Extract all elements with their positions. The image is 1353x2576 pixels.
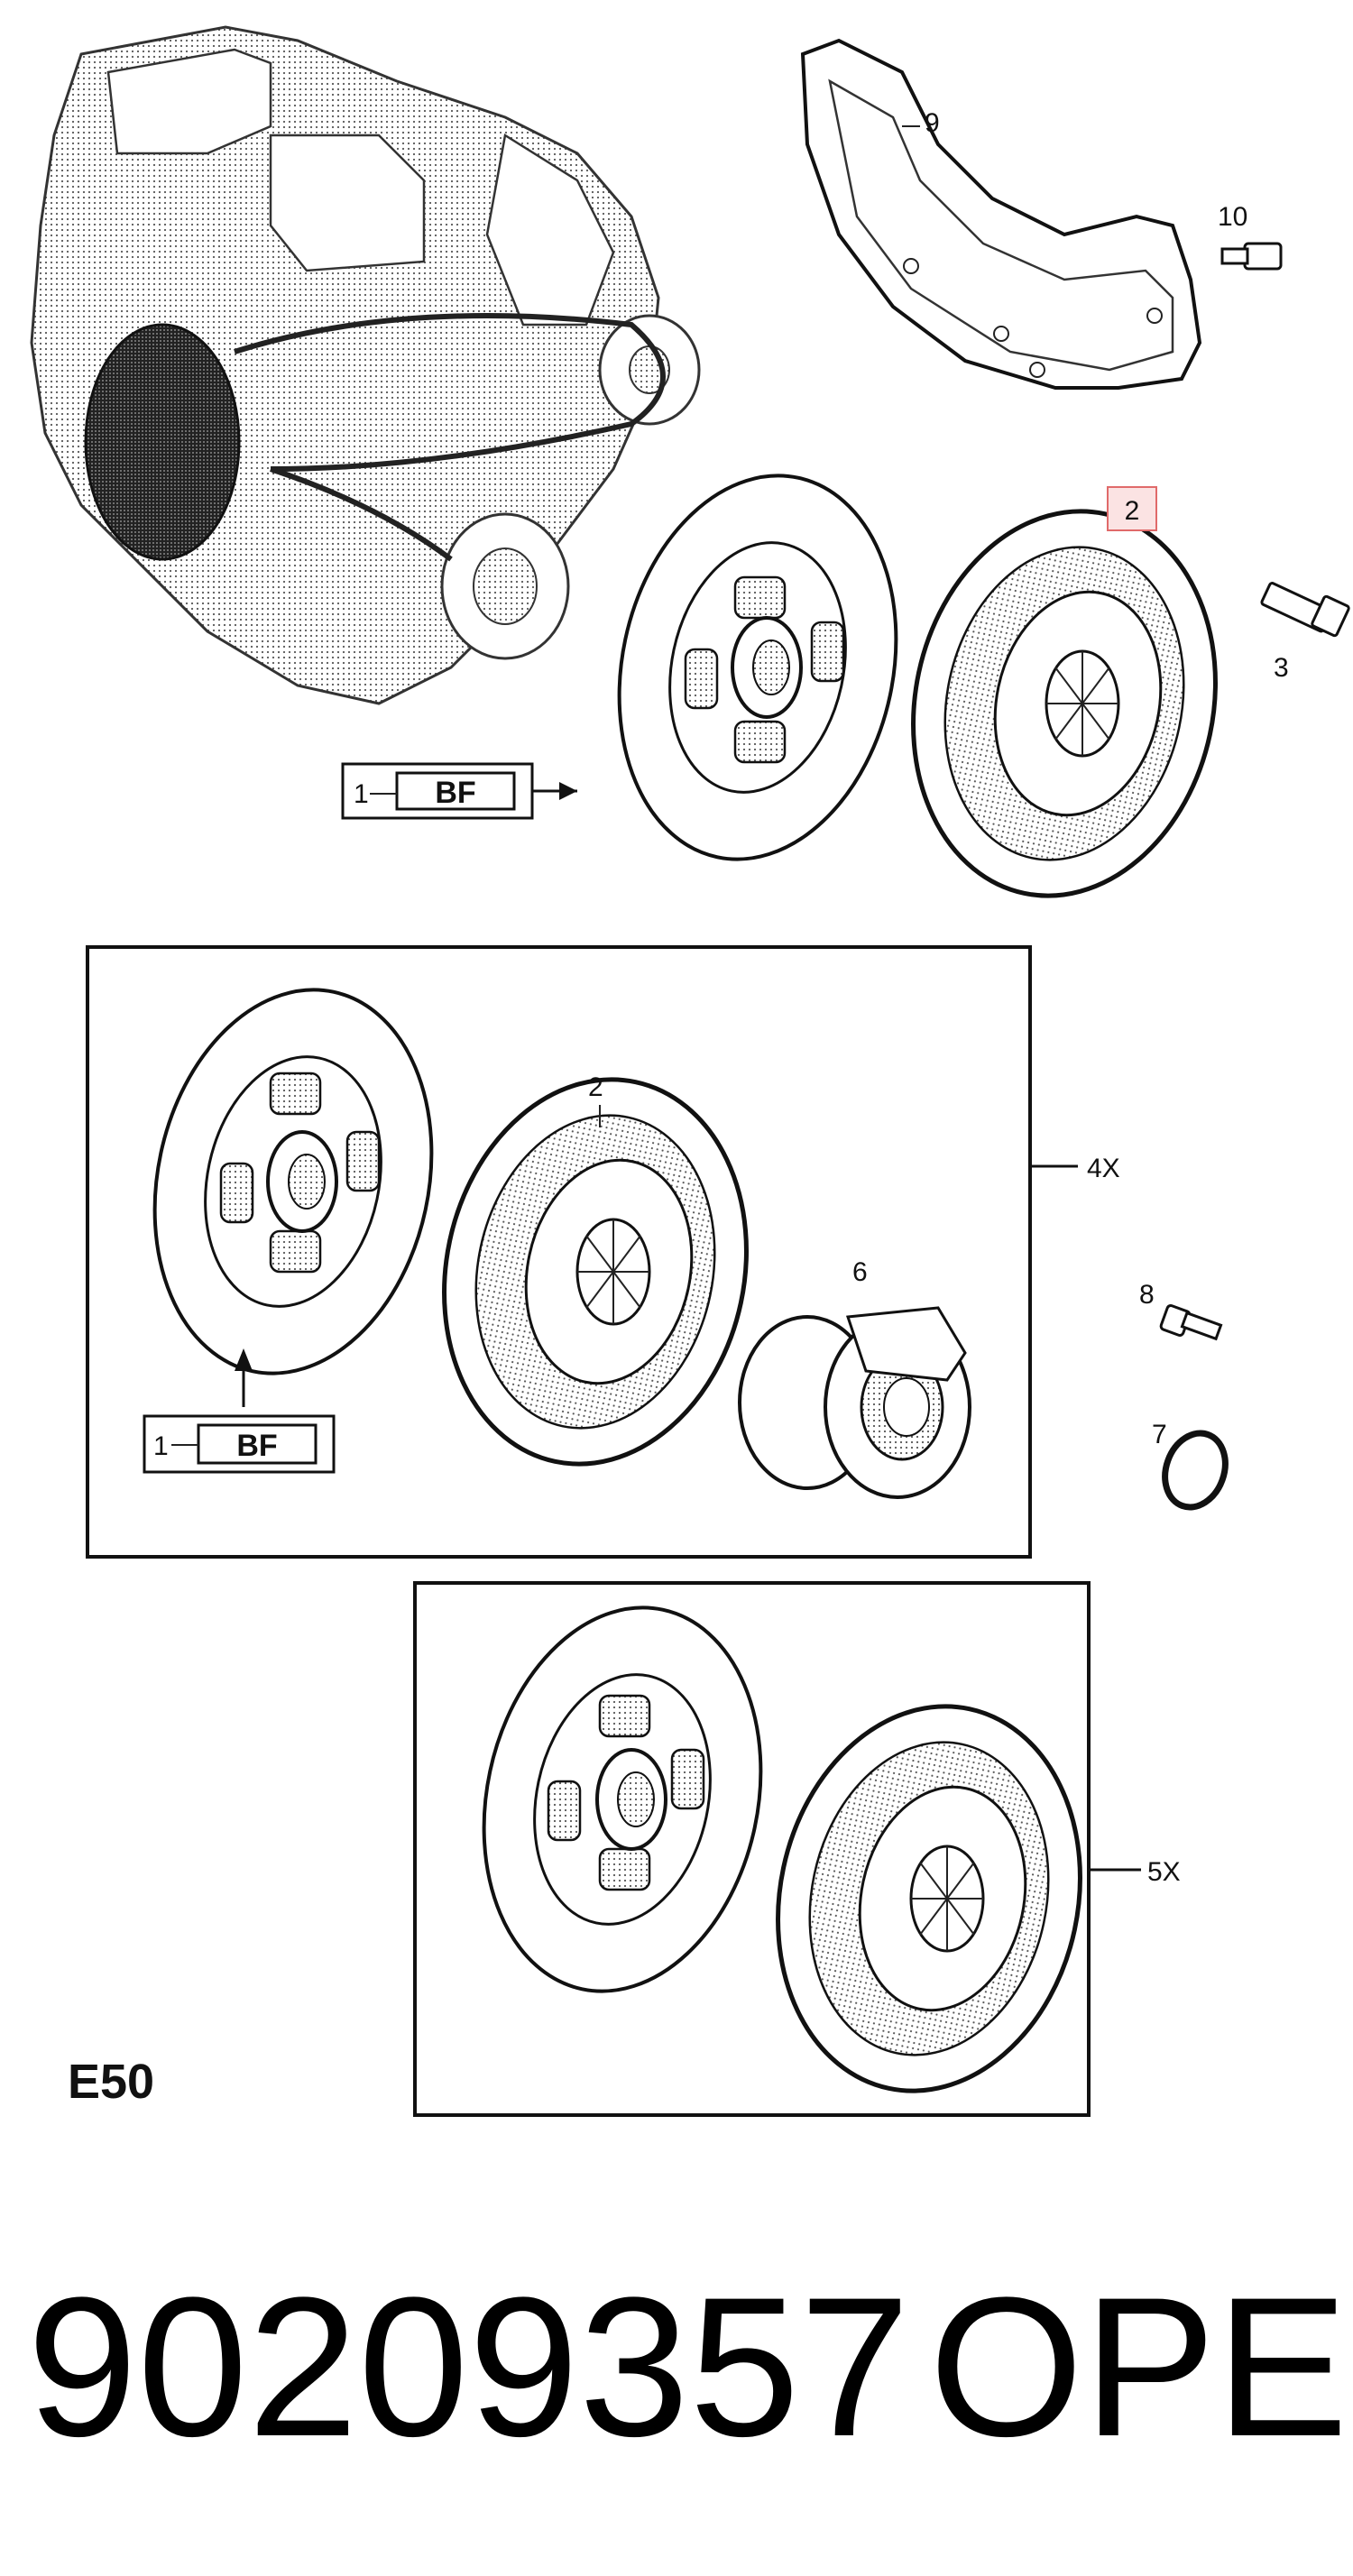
bolt-part-10	[1220, 242, 1283, 271]
callout-10: 10	[1218, 202, 1247, 232]
svg-text:1: 1	[354, 779, 369, 809]
kit-4x-pressure-plate	[442, 1077, 749, 1467]
engine-illustration	[30, 25, 701, 705]
note-bf-top: 1 BF	[341, 762, 577, 820]
svg-text:1: 1	[153, 1431, 169, 1461]
callout-6: 6	[852, 1257, 868, 1287]
bolt-part-3	[1260, 582, 1350, 638]
callout-2-kit: 2	[588, 1072, 603, 1102]
kit-5x-clutch-disc	[482, 1605, 763, 1993]
callout-7: 7	[1152, 1420, 1167, 1449]
callout-9: 9	[925, 108, 940, 138]
callout-3: 3	[1274, 653, 1289, 683]
brand-name: OPEL	[929, 2256, 1353, 2478]
callout-5x: 5X	[1147, 1857, 1181, 1887]
release-bearing-part-6	[738, 1306, 971, 1499]
kit-4x-frame	[86, 945, 1032, 1559]
heat-shield-part-9	[800, 38, 1202, 390]
highlighted-callout-2: 2	[1107, 486, 1157, 531]
kit-5x-frame	[413, 1581, 1091, 2117]
o-ring-part-7	[1162, 1430, 1229, 1511]
part-number: 90209357	[27, 2256, 910, 2478]
callout-8: 8	[1139, 1280, 1155, 1310]
svg-text:BF: BF	[435, 776, 475, 810]
kit-5x-pressure-plate	[776, 1704, 1082, 2093]
clutch-disc-top	[617, 474, 898, 861]
callout-4x: 4X	[1087, 1154, 1120, 1183]
pressure-plate-top	[911, 509, 1218, 898]
bolt-part-8	[1159, 1304, 1223, 1341]
note-bf-kit: 1 BF	[143, 1414, 336, 1474]
section-code: E50	[68, 2055, 154, 2109]
kit-4x-clutch-disc	[152, 988, 434, 1375]
svg-text:BF: BF	[236, 1429, 277, 1463]
svg-text:2: 2	[1125, 496, 1140, 526]
